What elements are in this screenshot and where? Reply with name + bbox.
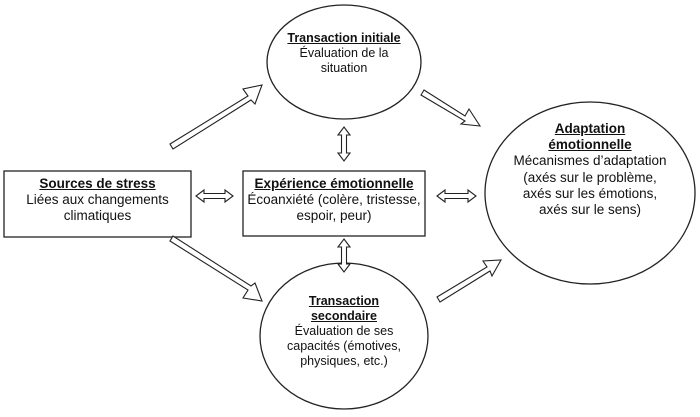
node-stress-text: Sources de stress Liées aux changements … [14,176,181,225]
node-experience-text: Expérience émotionnelle Écoanxiété (colè… [247,176,421,225]
node-experience-title: Expérience émotionnelle [254,176,414,191]
node-stress-title: Sources de stress [39,176,156,191]
node-initial-shape [266,4,422,120]
node-adaptation-text: Adaptation émotionnelle Mécanismes d’ada… [513,121,667,218]
node-experience-shape [242,170,426,237]
arrow-experience-adaptation [436,188,477,204]
node-adaptation-title: Adaptation émotionnelle [548,121,632,153]
node-stress-body: Liées aux changements climatiques [26,192,169,224]
arrow-stress-to-secondary [169,235,263,302]
node-initial-text: Transaction initiale Évaluation de la si… [286,31,402,76]
node-adaptation-shape [484,101,696,285]
arrow-secondary-to-adaptation [436,259,502,303]
node-initial-title: Transaction initiale [287,31,401,45]
node-secondary-text: Transaction secondaire Évaluation de ses… [283,294,405,369]
arrow-stress-to-initial [169,84,263,150]
arrow-experience-secondary [336,238,352,273]
node-secondary-title: Transaction secondaire [308,294,380,323]
arrow-initial-to-adaptation [420,89,482,127]
node-stress-shape [3,170,192,238]
node-initial-body: Évaluation de la situation [299,46,389,75]
arrow-stress-experience [195,188,234,204]
arrow-initial-experience [336,126,352,162]
node-experience-body: Écoanxiété (colère, tristesse, espoir, p… [247,192,421,224]
node-adaptation-body: Mécanismes d’adaptation (axés sur le pro… [513,153,667,217]
node-secondary-body: Évaluation de ses capacités (émotives, p… [287,324,401,368]
